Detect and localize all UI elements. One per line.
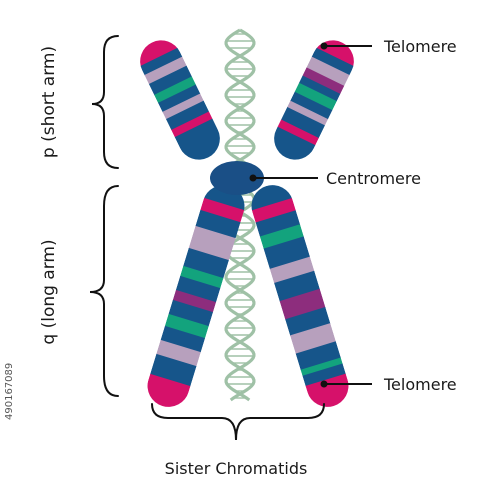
chromatid-band <box>300 357 343 377</box>
chromatid-band <box>251 198 296 224</box>
chromatid-band <box>255 210 301 238</box>
chromatid-band <box>162 93 204 120</box>
chromatid-band <box>302 363 346 387</box>
p-arm-label: p (short arm) <box>39 46 59 158</box>
centromere-label: Centromere <box>326 169 421 188</box>
chromatid-band <box>269 256 315 284</box>
chromatid-band <box>274 270 320 302</box>
stock-id-label: 490167089 <box>4 363 15 420</box>
chromatid-band <box>311 47 354 76</box>
chromatid-arm-upper-left <box>133 33 227 167</box>
chromatid-band <box>263 236 311 270</box>
chromatid-band <box>306 56 350 87</box>
centromere <box>210 161 264 195</box>
sister-chromatids-brace <box>151 403 325 441</box>
chromatid-band <box>172 289 217 313</box>
chromatid-band <box>259 224 304 250</box>
chromatid-band <box>246 179 293 211</box>
telomere-top-dot <box>320 42 328 50</box>
chromatid-band <box>290 323 336 355</box>
chromatid-band <box>154 76 197 104</box>
chromatid-arm-lower-left <box>142 179 250 413</box>
chromatid-band <box>290 91 333 120</box>
chromatid-band <box>148 65 193 96</box>
telomere-bottom-label: Telomere <box>383 375 457 394</box>
chromatid-band <box>171 111 213 138</box>
chromatid-band <box>294 82 337 111</box>
chromatid-band <box>133 33 179 67</box>
chromatid-band <box>267 126 316 167</box>
chromatid-band <box>180 265 224 289</box>
chromatid-band <box>144 56 187 85</box>
chromatid-band <box>277 119 319 146</box>
chromatid-arm-lower-right <box>246 179 354 413</box>
chromatid-band <box>165 100 210 131</box>
chromatid-band <box>150 353 197 387</box>
chromatid-band <box>298 75 341 102</box>
chromatid-band <box>285 306 331 336</box>
chromatid-band <box>280 106 325 139</box>
chromatid-band <box>158 84 201 113</box>
chromatid-band <box>156 339 201 367</box>
chromatid-band <box>175 275 221 303</box>
chromatid-band <box>160 325 206 353</box>
chromatid-band <box>286 100 329 126</box>
dna-strand <box>224 28 256 402</box>
chromatid-band <box>302 67 345 95</box>
p-arm-brace <box>91 35 119 169</box>
chromatid-band <box>200 197 245 223</box>
q-arm-label: q (long arm) <box>39 239 59 344</box>
centromere-dot <box>249 174 257 182</box>
chromatid-band <box>140 47 183 76</box>
chromatid-band <box>168 299 214 327</box>
chromatid-band <box>279 288 326 320</box>
chromatid-band <box>164 313 209 339</box>
chromatid-arm-upper-right <box>267 33 361 167</box>
chromatid-band <box>195 209 241 239</box>
telomere-bottom-dot <box>320 380 328 388</box>
telomere-top-label: Telomere <box>383 37 457 56</box>
sister-chromatids-label: Sister Chromatids <box>165 459 308 478</box>
q-arm-brace <box>89 185 119 397</box>
chromatid-band <box>315 33 361 67</box>
chromatid-band <box>183 247 229 279</box>
chromatid-band <box>295 341 341 371</box>
